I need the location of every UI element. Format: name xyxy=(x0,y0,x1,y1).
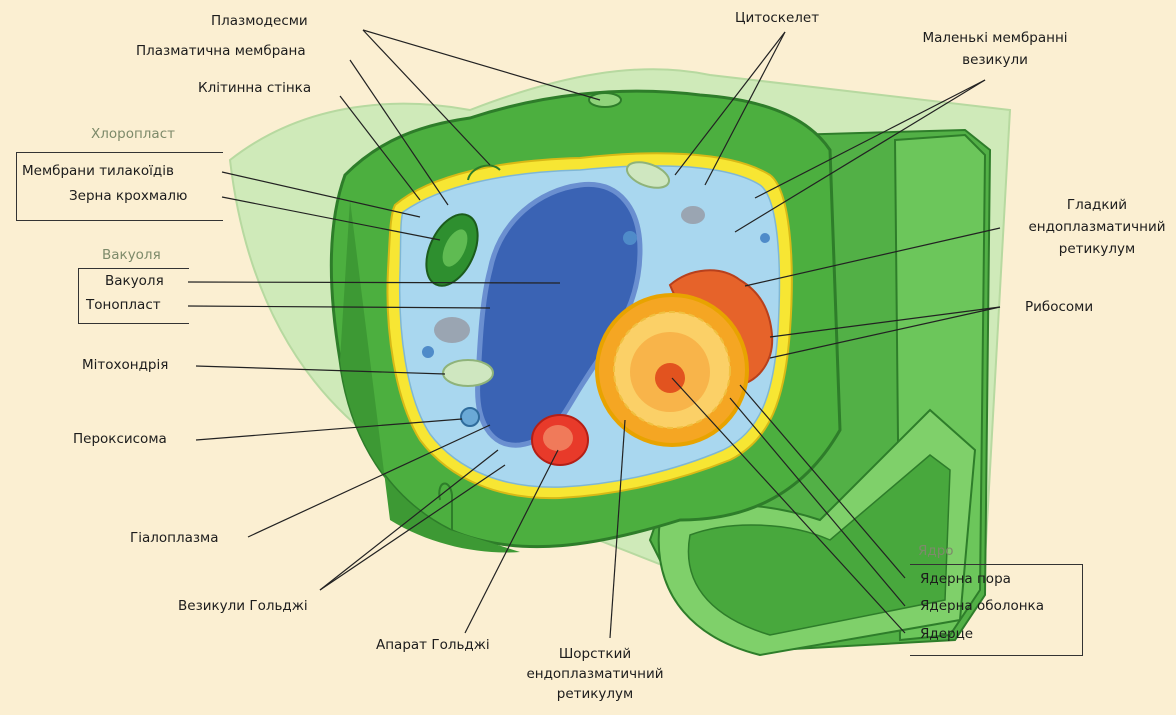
label-plasma-membrane: Плазматична мембрана xyxy=(136,43,306,59)
label-peroxisome: Пероксисома xyxy=(73,431,167,447)
label-plasmodesmata: Плазмодесми xyxy=(211,13,308,29)
label-nuclear-envelope: Ядерна оболонка xyxy=(920,598,1044,614)
label-smooth-er-line3: ретикулум xyxy=(1022,241,1172,257)
label-small-vesicles: Маленькі мембранні везикули xyxy=(920,30,1070,68)
group-chloroplast: Хлоропласт xyxy=(91,126,175,142)
label-rough-er-line1: Шорсткий xyxy=(510,646,680,662)
vesicle-grey-1 xyxy=(434,317,470,343)
nucleolus-shape xyxy=(655,363,685,393)
label-smooth-er: Гладкий ендоплазматичний ретикулум xyxy=(1022,197,1172,257)
label-small-vesicles-line2: везикули xyxy=(920,52,1070,68)
mitochondrion-shape xyxy=(443,360,493,386)
label-small-vesicles-line1: Маленькі мембранні xyxy=(920,30,1070,46)
label-ribosomes: Рибосоми xyxy=(1025,299,1093,315)
label-rough-er: Шорсткий ендоплазматичний ретикулум xyxy=(510,646,680,702)
label-hyaloplasm: Гіалоплазма xyxy=(130,530,219,546)
group-nucleus: Ядро xyxy=(918,543,954,559)
label-starch-grains: Зерна крохмалю xyxy=(69,188,187,204)
label-tonoplast: Тонопласт xyxy=(86,297,161,313)
group-vacuole: Вакуоля xyxy=(102,247,161,263)
label-nucleolus: Ядерце xyxy=(920,626,973,642)
golgi-inner xyxy=(543,425,573,451)
vesicle-grey-2 xyxy=(681,206,705,224)
vesicle-blue-3 xyxy=(760,233,770,243)
label-nuclear-pore: Ядерна пора xyxy=(920,571,1011,587)
label-golgi-apparatus: Апарат Гольджі xyxy=(376,637,490,653)
label-vacuole: Вакуоля xyxy=(105,273,164,289)
plasmodesma-top xyxy=(589,93,621,107)
vesicle-blue-1 xyxy=(623,231,637,245)
label-cytoskeleton: Цитоскелет xyxy=(735,10,819,26)
label-cell-wall: Клітинна стінка xyxy=(198,80,311,96)
label-thylakoid-membranes: Мембрани тилакоїдів xyxy=(22,163,174,179)
peroxisome-shape xyxy=(461,408,479,426)
label-smooth-er-line1: Гладкий xyxy=(1022,197,1172,213)
label-mitochondrion: Мітохондрія xyxy=(82,357,168,373)
label-rough-er-line3: ретикулум xyxy=(510,686,680,702)
vesicle-blue-2 xyxy=(422,346,434,358)
label-rough-er-line2: ендоплазматичний xyxy=(510,666,680,682)
label-smooth-er-line2: ендоплазматичний xyxy=(1022,219,1172,235)
label-golgi-vesicles: Везикули Гольджі xyxy=(178,598,308,614)
